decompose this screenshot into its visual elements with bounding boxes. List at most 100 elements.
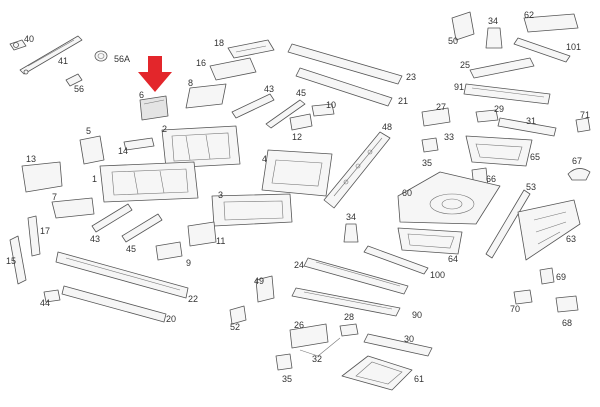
part-43-strip-upper[interactable] (231, 93, 275, 119)
label-49: 49 (254, 276, 264, 286)
part-28-bracket[interactable] (339, 323, 359, 337)
highlight-arrow-icon (138, 56, 172, 92)
label-56: 56 (74, 84, 84, 94)
label-4: 4 (262, 154, 267, 164)
part-61-panel[interactable] (341, 355, 413, 391)
part-3-floor-section[interactable] (211, 193, 293, 227)
part-8-panel[interactable] (185, 83, 227, 109)
label-2: 2 (162, 124, 167, 134)
part-27-bracket[interactable] (421, 107, 451, 127)
label-44: 44 (40, 298, 50, 308)
part-29-bracket[interactable] (475, 109, 499, 123)
part-35-nut-upper[interactable] (421, 137, 439, 153)
label-16: 16 (196, 58, 206, 68)
part-14-strip[interactable] (123, 137, 155, 151)
label-33: 33 (444, 132, 454, 142)
label-50: 50 (448, 36, 458, 46)
part-71-clip[interactable] (575, 117, 591, 133)
part-13-panel[interactable] (21, 161, 63, 193)
part-63-panel[interactable] (517, 199, 581, 261)
part-17-post[interactable] (27, 215, 41, 257)
part-12-bracket[interactable] (289, 113, 313, 131)
label-61: 61 (414, 374, 424, 384)
part-68-bracket[interactable] (555, 295, 579, 313)
label-34-top: 34 (488, 16, 498, 26)
part-2-floor-pan[interactable] (161, 125, 241, 169)
part-100-strip[interactable] (363, 245, 429, 275)
part-35-nut-lower[interactable] (275, 353, 293, 371)
part-30-rail[interactable] (363, 333, 433, 357)
part-60-spare-well[interactable] (397, 171, 501, 225)
part-70-bracket[interactable] (513, 289, 533, 305)
part-56-clip[interactable] (65, 73, 83, 87)
part-6-panel[interactable] (139, 95, 169, 121)
part-69-clip[interactable] (539, 267, 555, 285)
part-5-panel[interactable] (79, 135, 105, 165)
label-21: 21 (398, 96, 408, 106)
part-15-post[interactable] (9, 235, 27, 285)
label-3: 3 (218, 190, 223, 200)
part-53-rail[interactable] (485, 189, 531, 259)
label-27: 27 (436, 102, 446, 112)
part-43-strip-lower[interactable] (91, 203, 133, 233)
part-7-panel[interactable] (51, 197, 95, 219)
label-67: 67 (572, 156, 582, 166)
part-65-trough[interactable] (465, 135, 533, 167)
part-34-plug-lower[interactable] (343, 223, 359, 243)
part-31-rail[interactable] (497, 117, 557, 137)
label-70: 70 (510, 304, 520, 314)
part-21-sill[interactable] (295, 67, 393, 107)
part-9-bracket[interactable] (155, 241, 183, 261)
label-100: 100 (430, 270, 445, 280)
label-66: 66 (486, 174, 496, 184)
part-10-bracket[interactable] (311, 103, 335, 117)
label-8: 8 (188, 78, 193, 88)
part-45-strip-upper[interactable] (265, 99, 306, 129)
part-26-bracket[interactable] (289, 323, 329, 349)
part-49-post[interactable] (255, 275, 275, 303)
label-52: 52 (230, 322, 240, 332)
part-41-rail[interactable] (19, 35, 83, 75)
part-62-cover[interactable] (523, 13, 579, 33)
part-40-bracket[interactable] (9, 39, 27, 51)
label-20: 20 (166, 314, 176, 324)
part-52-bracket[interactable] (229, 305, 247, 325)
label-63: 63 (566, 234, 576, 244)
label-71: 71 (580, 110, 590, 120)
label-62: 62 (524, 10, 534, 20)
label-101: 101 (566, 42, 581, 52)
label-45-lower: 45 (126, 244, 136, 254)
part-4-floor-section[interactable] (261, 149, 333, 197)
part-16-bracket[interactable] (209, 57, 257, 81)
label-30: 30 (404, 334, 414, 344)
part-56A-grommet[interactable] (94, 50, 108, 62)
label-34-lower: 34 (346, 212, 356, 222)
part-1-floor-pan[interactable] (99, 161, 199, 203)
part-45-strip-lower[interactable] (121, 213, 163, 243)
part-23-sill[interactable] (287, 43, 403, 85)
label-5: 5 (86, 126, 91, 136)
part-24-rail[interactable] (303, 257, 409, 295)
part-22-sill[interactable] (55, 251, 189, 299)
label-32: 32 (312, 354, 322, 364)
part-50-bracket[interactable] (451, 11, 475, 41)
label-15: 15 (6, 256, 16, 266)
label-28: 28 (344, 312, 354, 322)
label-17: 17 (40, 226, 50, 236)
part-91-rail[interactable] (463, 83, 551, 105)
part-11-bracket[interactable] (187, 221, 217, 247)
part-90-rail[interactable] (291, 287, 401, 317)
part-20-sill[interactable] (61, 285, 167, 323)
part-25-rail[interactable] (469, 57, 535, 79)
part-18-bracket[interactable] (227, 39, 275, 59)
part-34-plug-top[interactable] (485, 27, 503, 49)
part-48-crossmember[interactable] (323, 131, 391, 209)
part-44-clip[interactable] (43, 289, 61, 303)
part-101-rail[interactable] (513, 37, 571, 63)
part-64-tray[interactable] (397, 227, 463, 255)
part-32-clip[interactable] (299, 337, 341, 357)
part-67-cap[interactable] (567, 168, 591, 181)
part-labels: 40 41 56A 56 18 16 8 6 5 14 2 43 45 10 1… (6, 10, 590, 384)
label-14: 14 (118, 146, 128, 156)
